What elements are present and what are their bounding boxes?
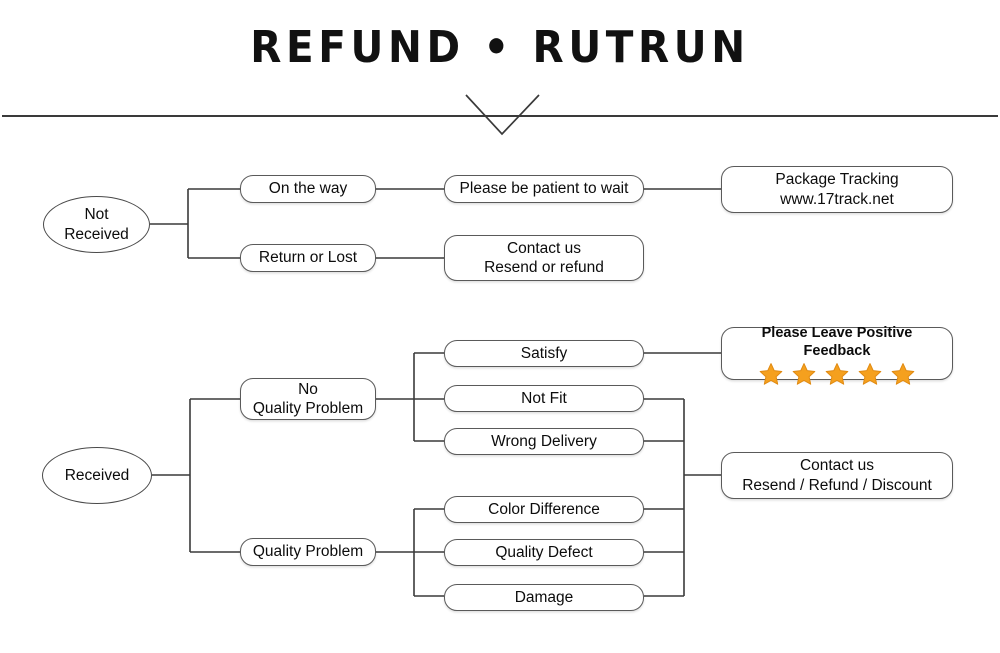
node-contact-us-resend-or-refund[interactable]: Contact us Resend or refund [444, 235, 644, 281]
node-satisfy[interactable]: Satisfy [444, 340, 644, 367]
node-positive-feedback[interactable]: Please Leave Positive Feedback [721, 324, 953, 385]
node-wrong-delivery[interactable]: Wrong Delivery [444, 428, 644, 455]
node-return-or-lost[interactable]: Return or Lost [240, 244, 376, 272]
node-label: Please be patient to wait [459, 180, 629, 198]
star-icon[interactable] [825, 362, 849, 386]
node-label: Quality Problem [252, 543, 364, 561]
star-icon[interactable] [759, 362, 783, 386]
node-damage[interactable]: Damage [444, 584, 644, 611]
node-label: Wrong Delivery [491, 432, 597, 450]
node-label: Damage [514, 588, 574, 606]
star-icon[interactable] [858, 362, 882, 386]
node-label: Color Difference [488, 500, 600, 518]
chevron-down-icon [465, 94, 540, 136]
node-quality-problem[interactable]: Quality Problem [240, 538, 376, 566]
node-label: Package Tracking www.17track.net [775, 171, 899, 208]
node-label: Contact us Resend / Refund / Discount [742, 457, 932, 494]
star-icon[interactable] [792, 362, 816, 386]
node-not-fit[interactable]: Not Fit [444, 385, 644, 412]
node-color-difference[interactable]: Color Difference [444, 496, 644, 523]
node-label: Not Received [64, 206, 129, 243]
node-on-the-way[interactable]: On the way [240, 175, 376, 203]
page-title: REFUND • RUTRUN [250, 22, 750, 73]
node-label: Return or Lost [258, 249, 358, 267]
node-not-received[interactable]: Not Received [43, 196, 150, 253]
node-contact-us-resend-refund-discount[interactable]: Contact us Resend / Refund / Discount [721, 452, 953, 499]
node-label: Satisfy [520, 344, 568, 362]
node-label: Contact us Resend or refund [484, 239, 604, 276]
node-label: Quality Defect [495, 543, 593, 561]
node-label: No Quality Problem [252, 380, 364, 417]
node-label: Received [64, 466, 130, 484]
star-icon[interactable] [891, 362, 915, 386]
node-label: Not Fit [521, 389, 567, 407]
star-rating[interactable] [759, 362, 915, 386]
node-please-be-patient-to-wait[interactable]: Please be patient to wait [444, 175, 644, 203]
node-package-tracking[interactable]: Package Tracking www.17track.net [721, 166, 953, 213]
node-quality-defect[interactable]: Quality Defect [444, 539, 644, 566]
feedback-label: Please Leave Positive Feedback [761, 324, 913, 359]
node-no-quality-problem[interactable]: No Quality Problem [240, 378, 376, 420]
node-received[interactable]: Received [42, 447, 152, 504]
node-label: On the way [268, 180, 348, 198]
